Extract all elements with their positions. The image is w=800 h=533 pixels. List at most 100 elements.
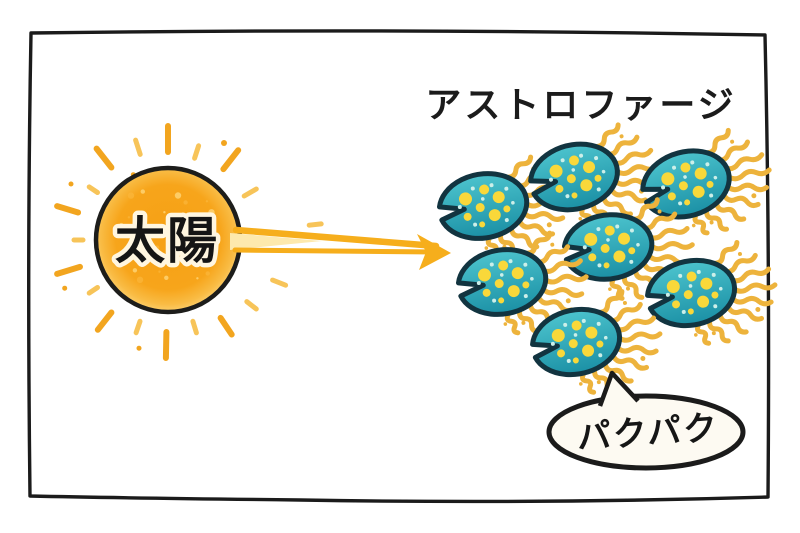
sun-speckle	[158, 270, 161, 273]
astrophage-cell-icon	[436, 154, 570, 260]
sun-speckle	[199, 249, 207, 256]
sun-speckle	[168, 248, 175, 255]
sun-label: 太陽	[115, 212, 219, 270]
cell-spot	[684, 199, 691, 206]
speech-bubble-tail	[597, 370, 640, 407]
cell-spot	[580, 179, 593, 192]
cell-spot	[507, 285, 520, 298]
cell-dot	[565, 194, 570, 199]
sun-ray	[54, 263, 83, 277]
cell-spot	[686, 271, 697, 282]
sun-ray	[244, 299, 259, 312]
cell-spot	[583, 161, 596, 174]
sun-speckle	[164, 275, 169, 280]
cell-spot	[479, 184, 490, 195]
cilia-strand	[517, 220, 556, 238]
cell-dot	[579, 153, 584, 158]
cilia-strand	[612, 147, 654, 166]
cilia-speck	[755, 306, 761, 312]
cell-spot	[557, 349, 566, 358]
cell-spot	[667, 192, 676, 201]
cilia-strand	[621, 275, 645, 300]
cell-spot	[678, 181, 688, 191]
cilia-speck	[751, 193, 757, 199]
sun-speckle	[208, 244, 211, 247]
sun-ray	[192, 143, 202, 161]
sun-speckle	[136, 276, 144, 283]
cilia-strand	[604, 134, 640, 157]
cell-dot	[470, 186, 475, 191]
sun-speckle	[205, 200, 209, 203]
sun-speckle	[127, 192, 135, 199]
cell-spot	[463, 212, 472, 221]
cell-dot	[678, 201, 683, 206]
cilia-strand	[730, 295, 774, 307]
cell-spot	[459, 192, 473, 206]
cell-spot	[692, 185, 705, 198]
cell-spot	[694, 167, 707, 180]
cilia-strand	[534, 244, 571, 265]
cell-dot	[573, 333, 578, 337]
cell-spot	[596, 340, 604, 348]
cilia-strand	[504, 312, 521, 336]
cilia-strand	[647, 226, 690, 241]
frame-border	[27, 29, 771, 504]
cell-dot	[489, 183, 494, 188]
cilia-speck	[640, 355, 646, 361]
cilia-speck	[521, 320, 526, 325]
cilia-strand	[729, 266, 772, 284]
cell-dot	[709, 193, 714, 198]
cell-dot	[690, 160, 695, 165]
cilia-speck	[711, 331, 716, 336]
cilia-strand	[714, 202, 747, 222]
cell-dot	[473, 222, 478, 227]
cell-dot	[560, 158, 565, 163]
cell-dot	[548, 177, 553, 182]
sun-speckle	[113, 260, 117, 264]
cell-dot	[489, 262, 494, 267]
cell-dot	[606, 238, 610, 242]
cilia-strand	[594, 122, 621, 149]
cilia-strand	[580, 372, 597, 395]
sun-speckle	[154, 245, 160, 250]
cell-dot	[636, 243, 640, 247]
cilia-strand	[695, 323, 712, 346]
cilia-strand	[727, 167, 772, 182]
sun-texture	[113, 189, 215, 283]
cell-spot	[617, 232, 630, 245]
cell-dot	[594, 156, 599, 161]
arrowhead-icon	[417, 234, 451, 270]
cell-spot	[572, 357, 579, 364]
speech-bubble-icon: パクパク	[546, 370, 746, 471]
cell-spot	[588, 253, 597, 262]
cell-spot	[503, 205, 511, 213]
cilia-speck	[691, 223, 696, 228]
cell-dot	[508, 259, 513, 264]
cilia-strand	[641, 211, 678, 231]
cilia-strand	[707, 320, 731, 344]
cell-dot	[480, 197, 485, 201]
cell-spot	[498, 297, 505, 304]
cell-spot	[492, 191, 505, 204]
speech-bubble-body	[546, 393, 746, 471]
cell-dot	[713, 175, 718, 180]
sun-speckle	[177, 238, 180, 242]
cilia-strand	[597, 288, 625, 315]
cell-dot	[665, 292, 670, 297]
cell-dot	[672, 165, 677, 170]
sun-ray	[133, 318, 143, 336]
cilia-strand	[524, 230, 553, 256]
cell-dot	[581, 318, 586, 323]
cilia-strand	[722, 252, 758, 275]
cilia-speck	[709, 220, 714, 225]
cell-spot	[571, 320, 582, 331]
cilia-strand	[541, 258, 583, 274]
cell-dot	[476, 281, 481, 286]
sun-ray	[190, 318, 199, 336]
cell-spot	[478, 268, 492, 282]
sun-ray	[241, 186, 259, 199]
cell-dot	[582, 245, 587, 250]
cilia-strand	[712, 239, 740, 266]
cilia-strand	[716, 139, 751, 163]
